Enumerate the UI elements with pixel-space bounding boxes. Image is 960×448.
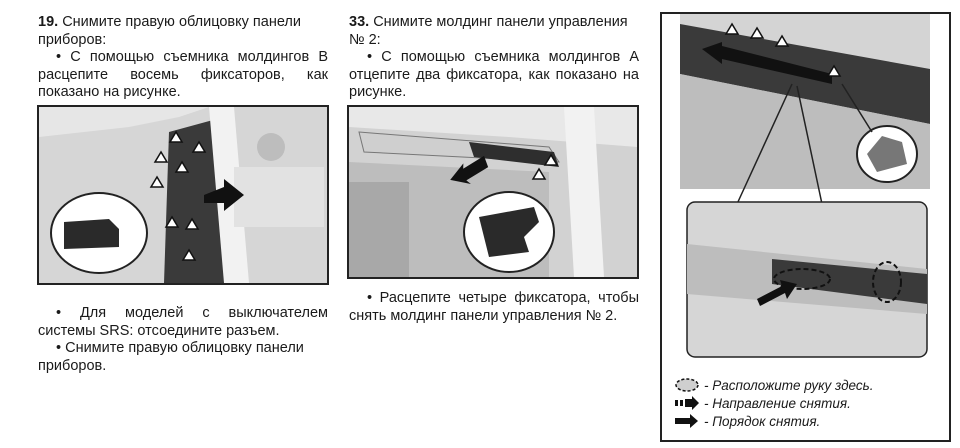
step-33-notes: • Расцепите четыре фиксатора, чтобы снят… [349,290,639,325]
legend: - Расположите руку здесь. - Направление … [660,366,951,442]
step-33-column: 33. Снимите молдинг панели управления № … [349,0,639,102]
removal-direction-arrow-icon [674,396,704,410]
step-33-bullet-1: • С помощью съемника молдингов А отцепит… [349,49,639,100]
hand-position-ellipse-icon [674,378,704,392]
step-19-number: 19. [38,14,59,30]
removal-order-arrow-icon [674,414,704,428]
step-33-figure [347,105,639,279]
legend-order-label: - Порядок снятия. [704,413,821,429]
step-19-notes: • Для моделей с выключателем системы SRS… [38,305,328,375]
step-19-title: Снимите правую облицовку панели приборов… [38,14,301,48]
step-33-bullet-2: • Расцепите четыре фиксатора, чтобы снят… [349,290,639,324]
step-19-figure [37,105,329,285]
step-33-title: Снимите молдинг панели управления № 2: [349,14,628,48]
legend-row-hand: - Расположите руку здесь. [674,376,949,394]
step-19-bullet-1: • С помощью съемника молдингов В расцепи… [38,49,328,100]
step-19-bullet-3: • Снимите правую облицовку панели прибор… [38,340,304,374]
step-19-heading: 19. Снимите правую облицовку панели приб… [38,14,328,49]
legend-direction-label: - Направление снятия. [704,395,851,411]
legend-row-direction: - Направление снятия. [674,394,949,412]
legend-hand-label: - Расположите руку здесь. [704,377,874,393]
step-33-number: 33. [349,14,370,30]
step-19-bullet-2: • Для моделей с выключателем системы SRS… [38,305,328,339]
step-19-column: 19. Снимите правую облицовку панели приб… [38,0,328,102]
step-33-heading: 33. Снимите молдинг панели управления № … [349,14,639,49]
legend-row-order: - Порядок снятия. [674,412,949,430]
removal-figure [660,12,951,370]
